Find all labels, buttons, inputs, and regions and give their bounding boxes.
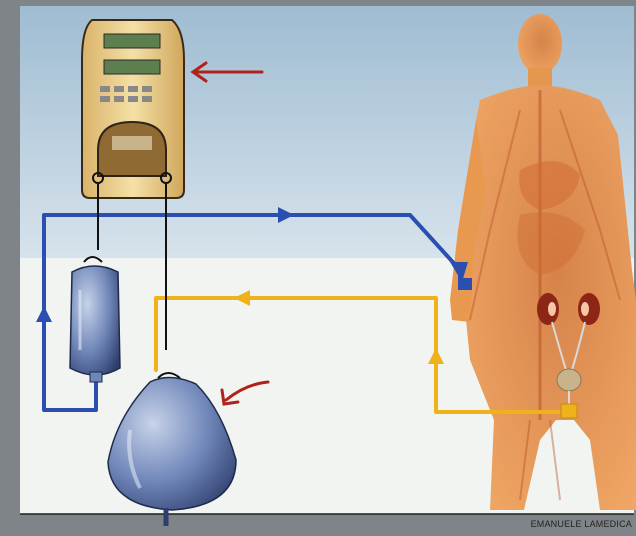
catheter-port-orange — [561, 404, 577, 418]
catheter-port-blue — [458, 278, 472, 290]
infusion-pump-icon — [82, 20, 184, 198]
illustrator-credit: EMANUELE LAMEDICA — [531, 519, 632, 529]
fluid-bag-icon — [70, 257, 120, 382]
